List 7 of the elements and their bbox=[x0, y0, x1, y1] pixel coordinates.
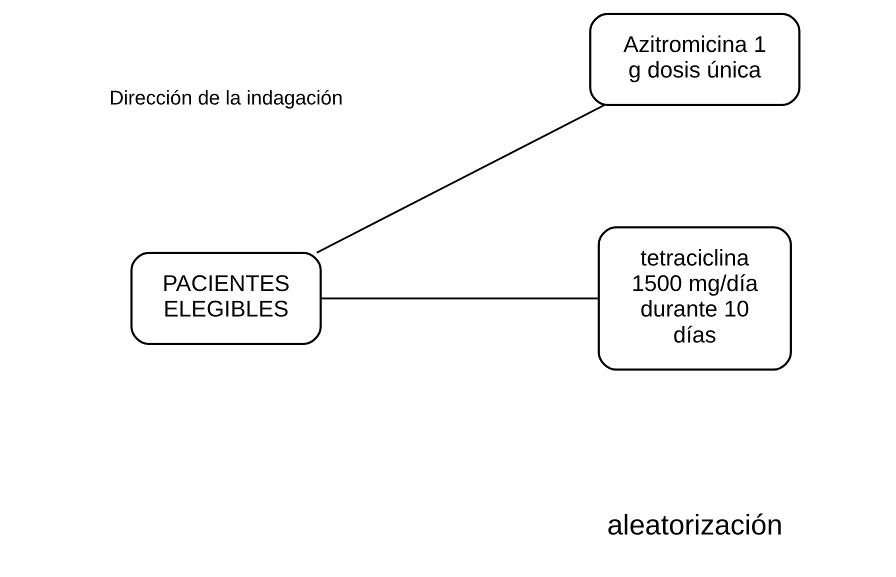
connector bbox=[321, 298, 599, 300]
label: Dirección de la indagación bbox=[109, 88, 343, 110]
node-box: tetraciclina 1500 mg/día durante 10 días bbox=[598, 226, 792, 371]
node-box: PACIENTES ELEGIBLES bbox=[130, 252, 322, 346]
connector bbox=[316, 104, 605, 254]
label: aleatorización bbox=[607, 510, 783, 542]
node-box: Azitromicina 1 g dosis única bbox=[589, 12, 800, 106]
